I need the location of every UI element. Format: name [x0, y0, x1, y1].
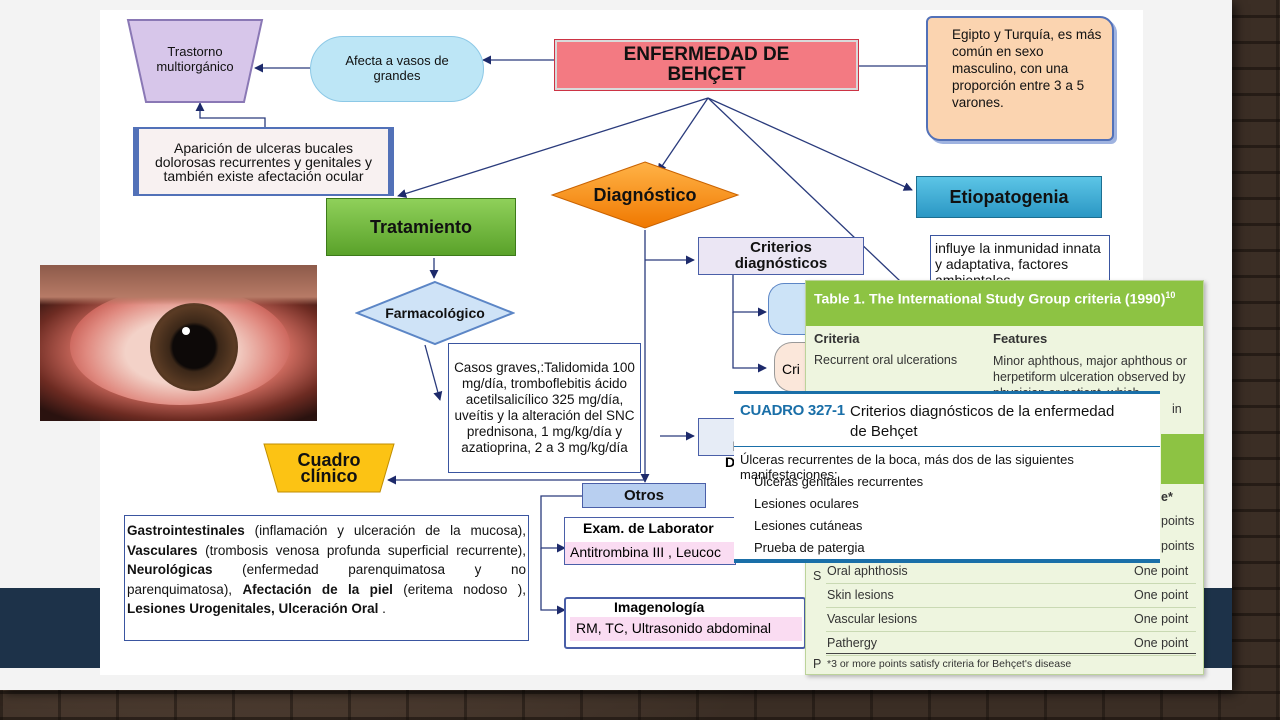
table1-partial-points-1: points	[1161, 514, 1195, 528]
imagen-text: RM, TC, Ultrasonido abdominal	[570, 617, 802, 641]
main-title-box: ENFERMEDAD DE BEHÇET	[555, 40, 858, 90]
epidemio-node: Egipto y Turquía, es más común en sexo m…	[926, 16, 1114, 141]
table1-partial-p: P	[813, 657, 822, 671]
etio-text: influye la inmunidad innata y adaptativa…	[935, 240, 1101, 283]
clinico-description: (enfermedad parenquimatosa y no parenqui…	[127, 562, 526, 597]
table1-point-score: One point	[1134, 612, 1189, 626]
clinico-text-box: Gastrointestinales (inflamación y ulcera…	[124, 515, 529, 641]
ulceras-text: Aparición de ulceras bucales dolorosas r…	[154, 139, 373, 184]
cuadro-clinico-label: Cuadro clínico	[297, 450, 361, 486]
otros-node: Otros	[582, 483, 706, 508]
table1-col2: Features	[993, 331, 1048, 346]
table1-col1: Criteria	[814, 331, 860, 346]
table1-title: Table 1. The International Study Group c…	[814, 290, 1166, 307]
table1-row-divider	[826, 655, 1196, 656]
diagnostico-label: Diagnóstico	[593, 184, 697, 205]
table1-ref: 10	[1165, 290, 1176, 300]
table1-row-divider	[826, 607, 1196, 608]
main-title: ENFERMEDAD DE BEHÇET	[623, 44, 790, 85]
criterios-label: Criterios diagnósticos	[734, 239, 828, 272]
eye-lid	[40, 265, 317, 305]
table1-row-divider	[826, 631, 1196, 632]
cuadro-item: Lesiones cutáneas	[754, 518, 863, 533]
farmacologico-node: Farmacológico	[355, 280, 515, 346]
epidemio-text: Egipto y Turquía, es más común en sexo m…	[952, 27, 1102, 110]
cuadro-code: CUADRO 327-1	[740, 402, 845, 419]
tratamiento-label: Tratamiento	[369, 216, 473, 237]
imagen-node: Imagenología RM, TC, Ultrasonido abdomin…	[564, 597, 806, 649]
trapezoid-shape	[126, 19, 264, 103]
lab-node: Exam. de Laborator Antitrombina III , Le…	[564, 517, 736, 565]
clinico-term: Lesiones Urogenitales, Ulceración Oral	[127, 601, 379, 616]
farma-text-box: Casos graves,:Talidomida 100 mg/día, tro…	[448, 343, 641, 473]
criterios-node: Criterios diagnósticos	[698, 237, 864, 275]
farma-text: Casos graves,:Talidomida 100 mg/día, tro…	[454, 360, 635, 455]
table1-row1-features: Minor aphthous, major aphthous or herpet…	[993, 354, 1187, 391]
clinico-term: Neurológicas	[127, 562, 213, 577]
vasos-node: Afecta a vasos de grandes	[310, 36, 484, 102]
clinico-description: (eritema nodoso ),	[392, 581, 526, 597]
pentagon-shape	[263, 443, 395, 493]
cuadro-clinico-node: Cuadro clínico	[262, 442, 396, 494]
table1-row1-criteria: Recurrent oral ulcerations	[814, 353, 958, 367]
table1-partial-s: S	[813, 569, 822, 583]
dd-node: D D	[698, 418, 743, 470]
lab-text: Antitrombina III , Leucoc	[565, 542, 735, 564]
table1-point-score: One point	[1134, 636, 1189, 650]
farmacologico-label: Farmacológico	[385, 305, 485, 321]
table1-row-divider	[826, 583, 1196, 584]
etiopatogenia-node: Etiopatogenia	[916, 176, 1102, 218]
cuadro-327-1: CUADRO 327-1 Criterios diagnósticos de l…	[734, 391, 1160, 563]
vasos-label: Afecta a vasos de grandes	[345, 53, 449, 83]
cuadro-item: Lesiones oculares	[754, 496, 859, 511]
clinico-term: Gastrointestinales	[127, 523, 245, 538]
diamond-shape	[550, 161, 740, 229]
imagen-title: Imagenología	[614, 599, 705, 615]
table1-partial-in: in	[1172, 402, 1182, 416]
otros-label: Otros	[623, 487, 664, 504]
tratamiento-node: Tratamiento	[326, 198, 516, 256]
cuadro-title: Criterios diagnósticos de la enfermedad …	[850, 403, 1115, 440]
clinico-description: (trombosis venosa profunda superficial r…	[197, 542, 526, 558]
clinico-term: Vasculares	[127, 542, 198, 558]
table1-point-score: One point	[1134, 588, 1189, 602]
lab-title: Exam. de Laborator	[583, 520, 714, 536]
clinico-term: Afectación de la piel	[242, 581, 393, 597]
table1-point-item: Vascular lesions	[827, 612, 918, 626]
trastorno-node: Trastorno multiorgánico	[126, 18, 264, 104]
table1-point-item: Oral aphthosis	[827, 564, 908, 578]
ulceras-node: Aparición de ulceras bucales dolorosas r…	[133, 127, 394, 196]
trastorno-label: Trastorno multiorgánico	[156, 44, 234, 74]
criterio-partial-label: Cri	[782, 361, 800, 377]
red-eye-photo	[40, 265, 317, 421]
table1-header: Table 1. The International Study Group c…	[806, 281, 1203, 326]
table1-green-band	[1161, 434, 1204, 484]
table1-point-item: Pathergy	[827, 636, 878, 650]
etio-text-box: influye la inmunidad innata y adaptativa…	[930, 235, 1110, 283]
cuadro-intro: Úlceras recurrentes de la boca, más dos …	[740, 452, 1074, 482]
table1-partial-e: e*	[1161, 490, 1173, 504]
table1-point-item: Skin lesions	[827, 588, 894, 602]
etiopatogenia-label: Etiopatogenia	[949, 186, 1069, 207]
table1-point-score: One point	[1134, 564, 1189, 578]
eye-glint	[182, 327, 190, 335]
table1-rule	[826, 653, 1196, 654]
clinico-description: .	[378, 601, 386, 616]
table1-partial-points-2: points	[1161, 539, 1195, 553]
table1-footnote: *3 or more points satisfy criteria for B…	[827, 658, 1072, 670]
diagnostico-node: Diagnóstico	[550, 160, 740, 230]
clinico-description: (inflamación y ulceración de la mucosa),	[244, 523, 526, 538]
eye-iris	[150, 303, 238, 391]
diamond-shape	[355, 280, 515, 346]
cuadro-item: Prueba de patergia	[754, 540, 865, 555]
cuadro-item: Úlceras genitales recurrentes	[754, 474, 924, 489]
cuadro-divider	[734, 446, 1160, 447]
